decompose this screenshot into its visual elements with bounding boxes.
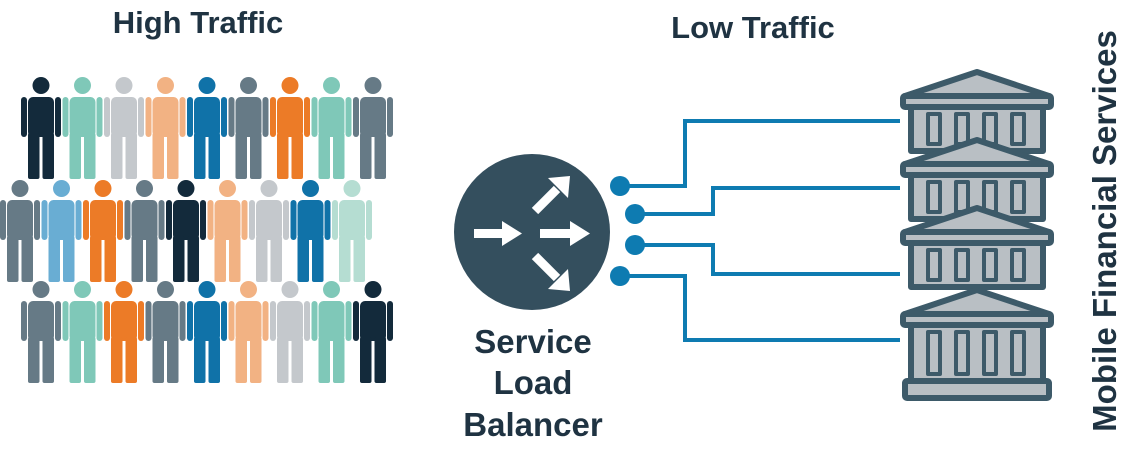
down-right-arrow-icon — [531, 252, 570, 291]
connection-lines — [620, 119, 900, 342]
person-icon — [353, 281, 393, 383]
low-traffic-title: Low Traffic — [671, 10, 835, 45]
port-dot-3 — [625, 235, 645, 255]
person-icon — [311, 281, 352, 383]
financial-service-servers — [900, 69, 1054, 401]
load-balancer-label-line-2: Load — [494, 364, 573, 401]
person-icon — [124, 180, 165, 282]
person-icon — [21, 281, 61, 383]
link-line-2 — [635, 186, 900, 216]
mobile-financial-services-label: Mobile Financial Services — [1086, 30, 1123, 432]
person-icon — [83, 180, 123, 282]
port-dots — [610, 176, 645, 286]
person-icon — [187, 77, 227, 179]
high-traffic-title: High Traffic — [113, 5, 284, 40]
person-icon — [270, 281, 310, 383]
person-icon — [62, 77, 103, 179]
port-dot-4 — [610, 266, 630, 286]
bank-server-1 — [900, 69, 1054, 154]
port-dot-1 — [610, 176, 630, 196]
person-icon — [62, 281, 103, 383]
link-line-3 — [635, 243, 900, 276]
port-dot-2 — [625, 204, 645, 224]
right-arrow-icon — [474, 221, 522, 246]
person-icon — [145, 281, 186, 383]
person-icon — [104, 281, 144, 383]
person-icon — [21, 77, 61, 179]
person-icon — [353, 77, 393, 179]
person-icon — [311, 77, 352, 179]
bank-server-3 — [900, 205, 1054, 290]
person-icon — [187, 281, 227, 383]
right-arrow-icon — [540, 221, 590, 246]
person-icon — [41, 180, 82, 282]
person-icon — [0, 180, 40, 282]
link-line-1 — [620, 119, 900, 188]
load-balancer-label-line-3: Balancer — [463, 406, 603, 443]
person-icon — [145, 77, 186, 179]
person-icon — [104, 77, 144, 179]
person-icon — [166, 180, 206, 282]
person-icon — [249, 180, 289, 282]
bank-server-4 — [900, 287, 1054, 401]
person-icon — [207, 180, 248, 282]
load-balancer-label-line-1: Service — [474, 323, 591, 360]
load-balancer-router-icon — [454, 154, 610, 310]
link-line-4 — [620, 274, 900, 342]
person-icon — [270, 77, 310, 179]
up-right-arrow-icon — [531, 176, 570, 215]
person-icon — [290, 180, 331, 282]
person-icon — [228, 77, 269, 179]
crowd-of-users — [0, 77, 393, 383]
person-icon — [228, 281, 269, 383]
person-icon — [332, 180, 372, 282]
